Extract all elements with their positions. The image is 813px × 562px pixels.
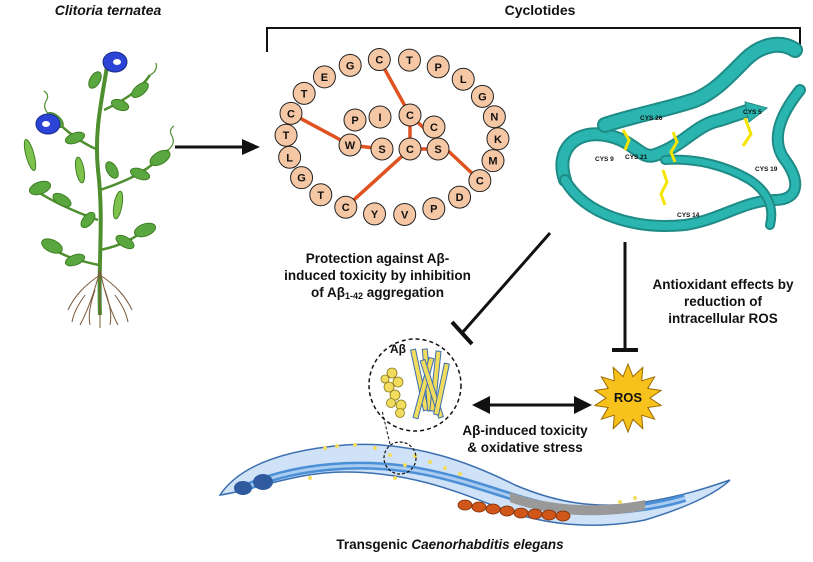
residue-letter: M [488,156,497,168]
residue-letter: T [301,88,308,100]
residue-node: C [334,195,358,219]
residue-letter: T [317,190,324,202]
cyclotides-title: Cyclotides [504,2,576,18]
cys-label: CYS 21 [625,154,648,161]
inhibition-arrow-icon [612,242,638,352]
residue-letter: C [375,55,383,67]
residue-letter: D [456,192,464,204]
residue-letter: N [490,112,498,124]
disulfide-bond [344,147,412,209]
flower-icon [35,51,128,135]
residue-node: P [426,55,450,79]
residue-letter: V [401,209,409,221]
residue-node: N [482,105,506,129]
residue-letter: Y [371,209,379,221]
residue-node: D [448,185,472,209]
residue-letter: P [430,204,437,216]
residue-node: S [370,137,394,161]
residue-letter: T [406,55,413,67]
toxicity-line-1: Aβ-induced toxicity [462,423,588,438]
residue-node: V [393,202,417,226]
residue-letter: W [345,140,356,152]
antioxidant-line-3: intracellular ROS [668,311,778,326]
arrow-right-icon [175,139,260,155]
residue-letter: L [460,74,467,86]
residue-node: C [398,137,422,161]
residue-node: C [279,101,303,125]
residue-letter: C [406,144,414,156]
residue-node: P [422,197,446,221]
residue-letter: G [297,173,306,185]
residue-letter: G [478,91,487,103]
clitoria-plant-illustration [23,51,175,328]
residue-node: P [343,108,367,132]
cys-label: CYS 14 [677,212,700,219]
antioxidant-text: Antioxidant effects by reduction of intr… [638,276,808,327]
abeta-aggregate-inset [368,338,462,432]
residue-letter: P [435,62,442,74]
double-arrow-icon [472,396,592,414]
residue-node: C [367,48,391,72]
residue-letter: I [378,112,381,124]
residue-letter: C [430,122,438,134]
inhibition-arrow-icon [450,232,552,346]
ros-label: ROS [613,390,643,405]
worm-label: Transgenic Caenorhabditis elegans [336,537,564,552]
residue-letter: T [283,130,290,142]
residue-node: C [398,103,422,127]
residue-node: M [481,149,505,173]
residue-node: T [309,183,333,207]
residue-node: W [338,133,362,157]
residue-letter: C [342,202,350,214]
ros-starburst-icon [593,362,663,434]
residue-letter: G [346,60,355,72]
residue-node: T [397,48,421,72]
residue-letter: K [494,134,502,146]
cys-label: CYS 5 [743,109,762,116]
residue-node: Y [363,202,387,226]
protection-text: Protection against Aβ- induced toxicity … [250,250,505,305]
residue-letter: L [286,152,293,164]
toxicity-line-2: & oxidative stress [467,440,583,455]
antioxidant-line-1: Antioxidant effects by [652,277,794,292]
antioxidant-line-2: reduction of [684,294,762,309]
residue-node: T [292,81,316,105]
residue-letter: C [406,110,414,122]
cys-label: CYS 26 [640,115,663,122]
residue-node: I [368,105,392,129]
plant-label: Clitoria ternatea [54,2,162,18]
cyclotides-bracket [266,27,801,52]
residue-node: G [290,166,314,190]
residue-node: L [451,67,475,91]
residue-letter: S [434,144,441,156]
residue-letter: E [321,72,328,84]
cys-label: CYS 19 [755,166,778,173]
residue-letter: S [378,144,385,156]
residue-node: L [278,145,302,169]
residue-node: E [312,65,336,89]
protection-line-2: induced toxicity by inhibition [284,268,471,283]
residue-node: C [422,115,446,139]
toxicity-text: Aβ-induced toxicity & oxidative stress [445,422,605,456]
protection-line-1: Protection against Aβ- [305,251,450,266]
abeta-label: Aβ [390,342,406,356]
cys-label: CYS 9 [595,156,614,163]
residue-node: C [468,169,492,193]
residue-letter: C [476,176,484,188]
residue-letter: P [351,115,358,127]
residue-node: K [486,127,510,151]
residue-node: S [426,137,450,161]
c-elegans-worm-illustration [218,410,731,526]
residue-node: T [274,123,298,147]
protection-line-3: of Aβ1-42 aggregation [310,285,444,301]
residue-node: G [338,53,362,77]
residue-node: G [470,84,494,108]
cyclotide-3d-structure: CYS 26 CYS 5 CYS 9 CYS 21 CYS 19 CYS 14 [555,36,806,232]
residue-letter: C [287,108,295,120]
